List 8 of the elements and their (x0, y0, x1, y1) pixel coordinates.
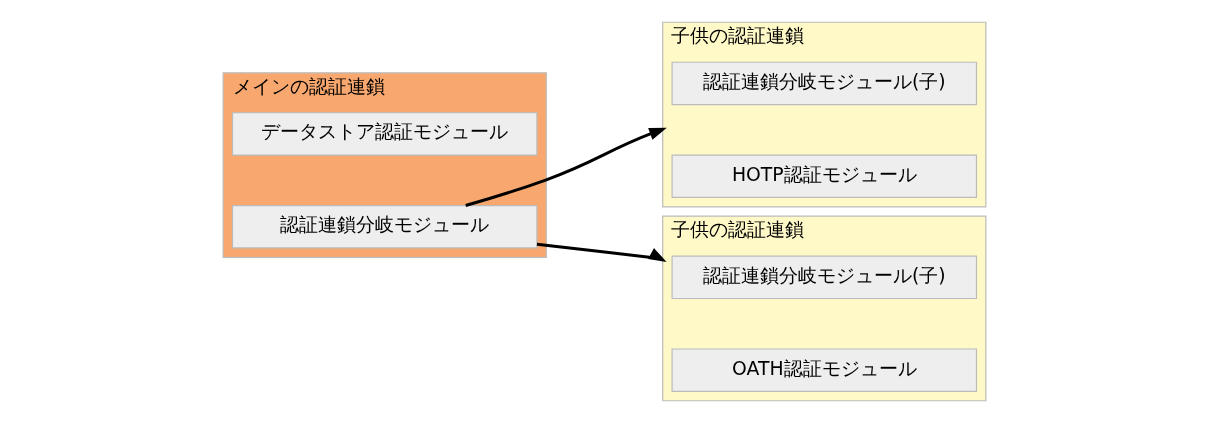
node-box: データストア認証モジュール (231, 112, 537, 156)
arrow (464, 127, 667, 207)
node-box: 認証連鎖分岐モジュール (231, 205, 537, 249)
node-box: 認証連鎖分岐モジュール(子) (671, 61, 977, 106)
node-box: 認証連鎖分岐モジュール(子) (671, 255, 977, 300)
node-box: OATH認証モジュール (671, 348, 977, 392)
node-box: HOTP認証モジュール (671, 154, 977, 198)
arrow (536, 242, 667, 262)
